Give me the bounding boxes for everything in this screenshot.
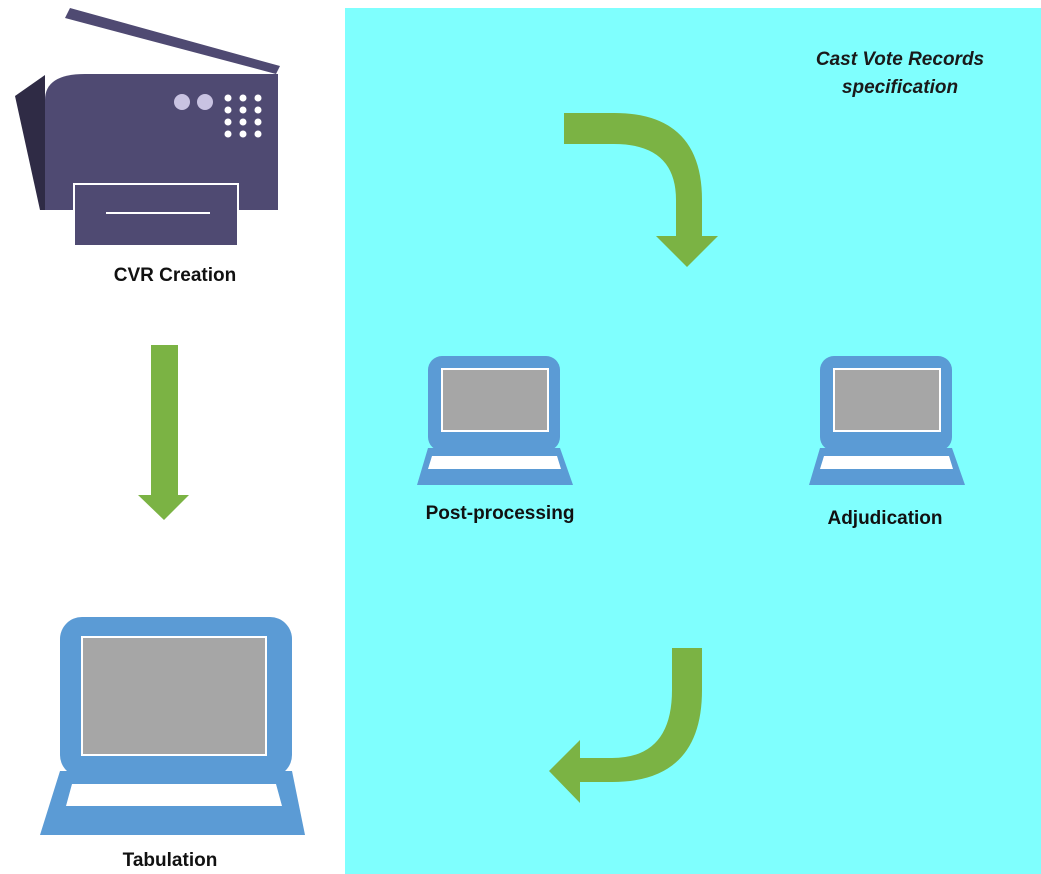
tabulation-label: Tabulation [122,850,218,871]
laptop-icon [40,617,305,835]
spec-title: Cast Vote Records specification [815,49,985,98]
curved-arrow-bottom [549,648,702,803]
cvr-creation-label: CVR Creation [113,265,237,286]
laptop-icon [809,356,965,485]
post-processing-label: Post-processing [425,503,575,524]
printer-icon [15,8,280,247]
down-arrow [138,345,189,520]
laptop-icon [417,356,573,485]
curved-arrow-top [564,113,718,267]
adjudication-label: Adjudication [827,508,943,529]
